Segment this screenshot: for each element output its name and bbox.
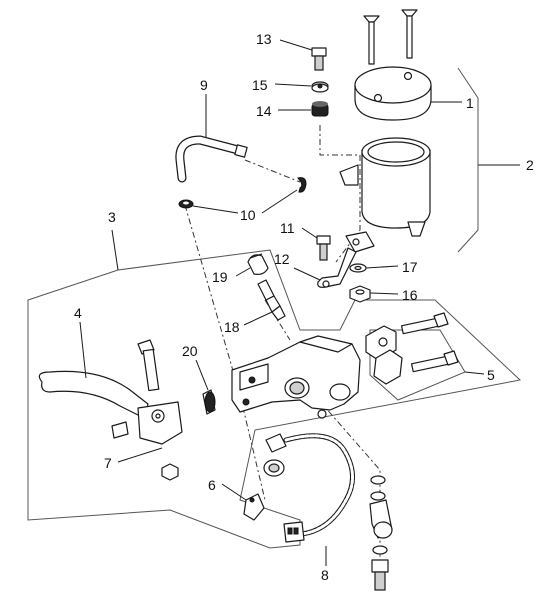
brake-lever-4 — [38, 370, 183, 445]
callout-10: 10 — [240, 207, 256, 223]
leader-3 — [111, 229, 119, 271]
mounting-bracket-12 — [317, 231, 375, 288]
washer-15 — [311, 81, 329, 93]
bolt-5-lower — [410, 350, 459, 373]
callout-15: 15 — [252, 77, 268, 93]
callout-19: 19 — [212, 269, 228, 285]
callout-1: 1 — [466, 95, 474, 111]
callout-14: 14 — [256, 103, 272, 119]
banjo-fitting — [369, 475, 393, 591]
callout-3: 3 — [108, 209, 116, 225]
callout-20: 20 — [182, 343, 198, 359]
leader-4 — [79, 321, 87, 379]
callout-16: 16 — [402, 287, 418, 303]
callout-9: 9 — [200, 77, 208, 93]
callout-4: 4 — [74, 305, 82, 321]
switch-cable-8 — [265, 433, 355, 543]
pivot-bushing-20 — [202, 389, 216, 415]
callout-18: 18 — [224, 319, 240, 335]
callout-12: 12 — [274, 251, 290, 267]
screw-13 — [311, 47, 327, 71]
washer-17 — [349, 263, 367, 273]
cap-screw-left — [363, 15, 380, 65]
screw-11 — [316, 235, 331, 261]
master-cylinder-body — [231, 335, 361, 419]
bolt-group-outline-5 — [369, 329, 466, 401]
rubber-grommet-14 — [311, 101, 329, 117]
callout-2: 2 — [526, 157, 534, 173]
brake-light-switch-6 — [243, 459, 285, 521]
leader-6 — [221, 483, 247, 501]
leader-11 — [301, 227, 318, 239]
bleed-cap-19 — [247, 253, 269, 275]
leader-5 — [464, 371, 485, 375]
reservoir-cap — [354, 66, 432, 121]
hose-clip-10b — [297, 177, 307, 193]
reservoir-hose-9 — [175, 135, 248, 183]
callout-11: 11 — [280, 220, 295, 236]
leader-18 — [243, 311, 273, 326]
bracket-outline-group-2 — [457, 67, 479, 253]
callout-13: 13 — [256, 31, 272, 47]
axis-line-hose — [244, 159, 301, 183]
callout-7: 7 — [104, 455, 112, 471]
leader-20 — [195, 359, 209, 391]
leader-10 — [192, 189, 298, 214]
callout-17: 17 — [402, 259, 418, 275]
assembly-outline-group-3 — [27, 249, 522, 549]
nut-16 — [349, 285, 371, 303]
handlebar-clamp — [365, 325, 403, 385]
callout-6: 6 — [208, 477, 216, 493]
leader-13 — [279, 39, 313, 51]
callout-5: 5 — [487, 367, 495, 383]
bolt-5-upper — [400, 312, 449, 335]
leader-17 — [365, 265, 399, 269]
callout-8: 8 — [321, 567, 329, 583]
bleed-screw-18 — [257, 279, 286, 321]
leader-19 — [235, 267, 251, 277]
lever-pivot-bolt — [137, 339, 160, 392]
leader-7 — [117, 447, 163, 463]
lever-nut-7 — [161, 463, 179, 481]
leader-16 — [369, 292, 399, 295]
hose-clip-10a — [178, 199, 194, 209]
leader-15 — [274, 83, 312, 87]
cap-screw-right — [401, 9, 418, 59]
leader-12 — [293, 267, 321, 281]
brake-fluid-reservoir — [339, 137, 431, 237]
